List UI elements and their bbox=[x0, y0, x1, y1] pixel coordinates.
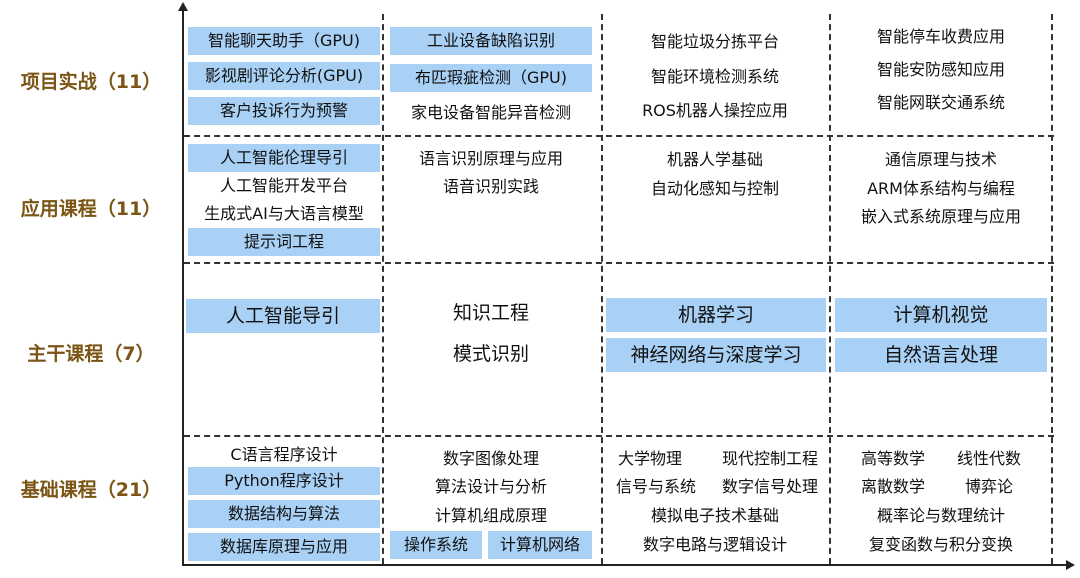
course-item: 计算机组成原理 bbox=[434, 506, 547, 525]
course-item: 智能网联交通系统 bbox=[876, 93, 1005, 112]
course-item: 数据库原理与应用 bbox=[188, 533, 380, 561]
course-item: ARM体系结构与编程 bbox=[867, 179, 1015, 198]
course-item: 博弈论 bbox=[964, 477, 1013, 496]
course-item: 通信原理与技术 bbox=[884, 150, 997, 169]
course-item: 家电设备智能异音检测 bbox=[410, 103, 571, 122]
course-item: 离散数学 bbox=[860, 477, 925, 496]
course-item: 数字电路与逻辑设计 bbox=[642, 535, 787, 554]
course-item: C语言程序设计 bbox=[230, 445, 338, 464]
course-item: 高等数学 bbox=[860, 449, 925, 468]
course-item: 计算机视觉 bbox=[835, 298, 1047, 332]
course-item: 智能环境检测系统 bbox=[650, 67, 779, 86]
course-item: 知识工程 bbox=[452, 302, 529, 324]
column-divider bbox=[1051, 14, 1053, 564]
course-item: 智能停车收费应用 bbox=[876, 27, 1005, 46]
row-label-applied-courses: 应用课程（11） bbox=[20, 198, 162, 220]
course-item: 语言识别原理与应用 bbox=[418, 149, 563, 168]
course-item: 机器人学基础 bbox=[666, 150, 763, 169]
course-item: 模拟电子技术基础 bbox=[650, 506, 779, 525]
course-item: 自动化感知与控制 bbox=[650, 179, 779, 198]
row-label-projects: 项目实战（11） bbox=[20, 71, 162, 93]
course-item: 智能垃圾分拣平台 bbox=[650, 32, 779, 51]
course-item: 人工智能开发平台 bbox=[219, 176, 348, 195]
column-divider bbox=[829, 14, 831, 564]
course-item: 智能聊天助手（GPU) bbox=[188, 27, 380, 55]
course-item: 操作系统 bbox=[390, 531, 482, 559]
row-label-core-courses: 主干课程（7） bbox=[27, 343, 155, 365]
course-item: 机器学习 bbox=[606, 298, 826, 332]
course-item: 计算机网络 bbox=[488, 531, 592, 559]
course-item: Python程序设计 bbox=[188, 467, 380, 495]
course-item: 提示词工程 bbox=[188, 228, 380, 256]
course-item: 生成式AI与大语言模型 bbox=[204, 204, 364, 223]
course-item: 神经网络与深度学习 bbox=[606, 338, 826, 372]
course-item: 客户投诉行为预警 bbox=[188, 97, 380, 125]
y-axis-arrow bbox=[178, 2, 188, 11]
row-divider bbox=[184, 435, 1054, 437]
course-item: 数字图像处理 bbox=[442, 449, 539, 468]
course-item: 语音识别实践 bbox=[442, 177, 539, 196]
course-item: 概率论与数理统计 bbox=[876, 506, 1005, 525]
course-item: 数字信号处理 bbox=[721, 477, 818, 496]
course-item: 信号与系统 bbox=[615, 477, 696, 496]
column-divider bbox=[601, 14, 603, 564]
row-divider bbox=[184, 262, 1054, 264]
course-item: 人工智能伦理导引 bbox=[188, 144, 380, 172]
course-item: 现代控制工程 bbox=[721, 449, 818, 468]
course-item: 模式识别 bbox=[452, 343, 529, 365]
row-label-foundation-courses: 基础课程（21） bbox=[20, 479, 162, 501]
column-divider bbox=[382, 14, 384, 564]
row-divider bbox=[184, 135, 1054, 137]
course-item: 自然语言处理 bbox=[835, 338, 1047, 372]
course-item: ROS机器人操控应用 bbox=[642, 101, 788, 120]
course-item: 智能安防感知应用 bbox=[876, 60, 1005, 79]
course-item: 嵌入式系统原理与应用 bbox=[860, 207, 1021, 226]
y-axis-line bbox=[182, 8, 184, 566]
course-item: 大学物理 bbox=[617, 449, 682, 468]
course-item: 线性代数 bbox=[956, 449, 1021, 468]
x-axis-line bbox=[182, 564, 1072, 566]
course-item: 复变函数与积分变换 bbox=[868, 535, 1013, 554]
course-item: 人工智能导引 bbox=[186, 299, 380, 333]
course-item: 算法设计与分析 bbox=[434, 477, 547, 496]
course-item: 影视剧评论分析(GPU) bbox=[188, 62, 380, 90]
course-item: 布匹瑕疵检测（GPU) bbox=[390, 64, 592, 92]
course-item: 数据结构与算法 bbox=[188, 500, 380, 528]
course-item: 工业设备缺陷识别 bbox=[390, 27, 592, 55]
x-axis-arrow bbox=[1066, 560, 1075, 570]
